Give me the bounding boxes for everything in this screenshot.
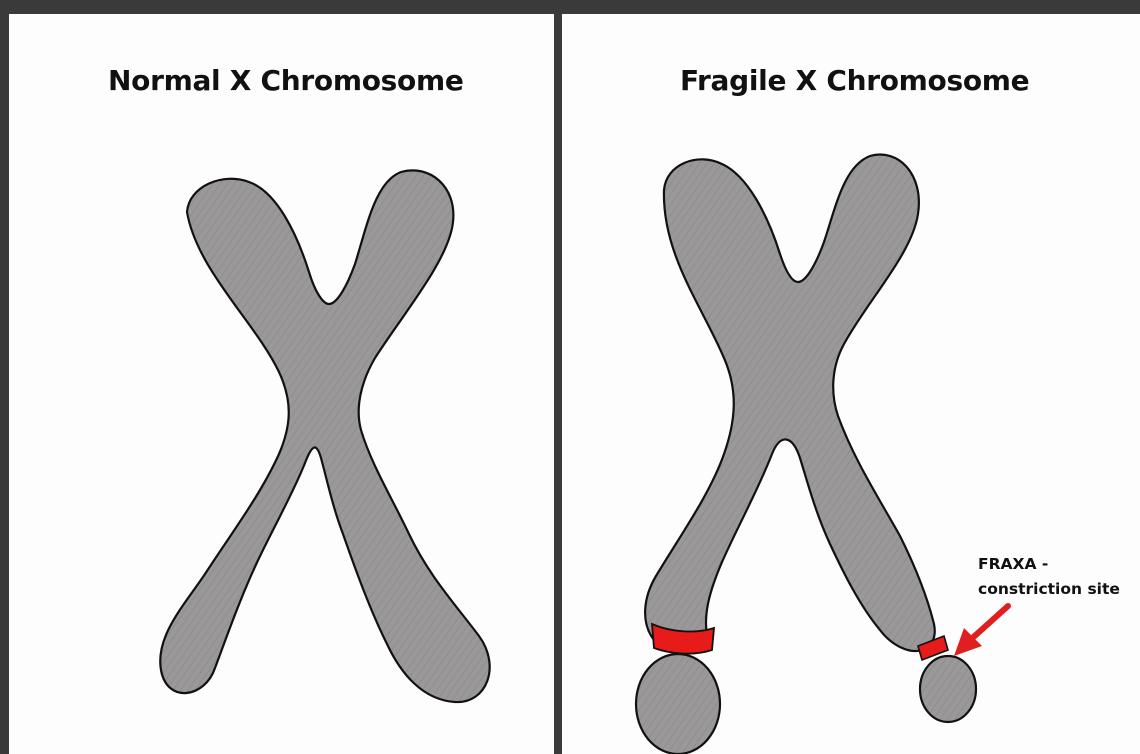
fraxa-label: FRAXA -	[978, 554, 1048, 575]
fragile-x-chromosome-drawing	[562, 14, 1140, 754]
normal-x-chromosome-drawing	[9, 14, 554, 754]
normal-x-chromosome	[160, 170, 489, 702]
fraxa-arrow	[954, 606, 1008, 656]
right-distal-segment	[920, 656, 976, 722]
fragile-x-chromosome	[645, 155, 935, 652]
fragile-x-panel: Fragile X Chromosome	[562, 14, 1140, 754]
normal-x-panel: Normal X Chromosome	[9, 14, 554, 754]
left-distal-segment	[636, 654, 720, 754]
constriction-site-label: constriction site	[978, 579, 1120, 600]
